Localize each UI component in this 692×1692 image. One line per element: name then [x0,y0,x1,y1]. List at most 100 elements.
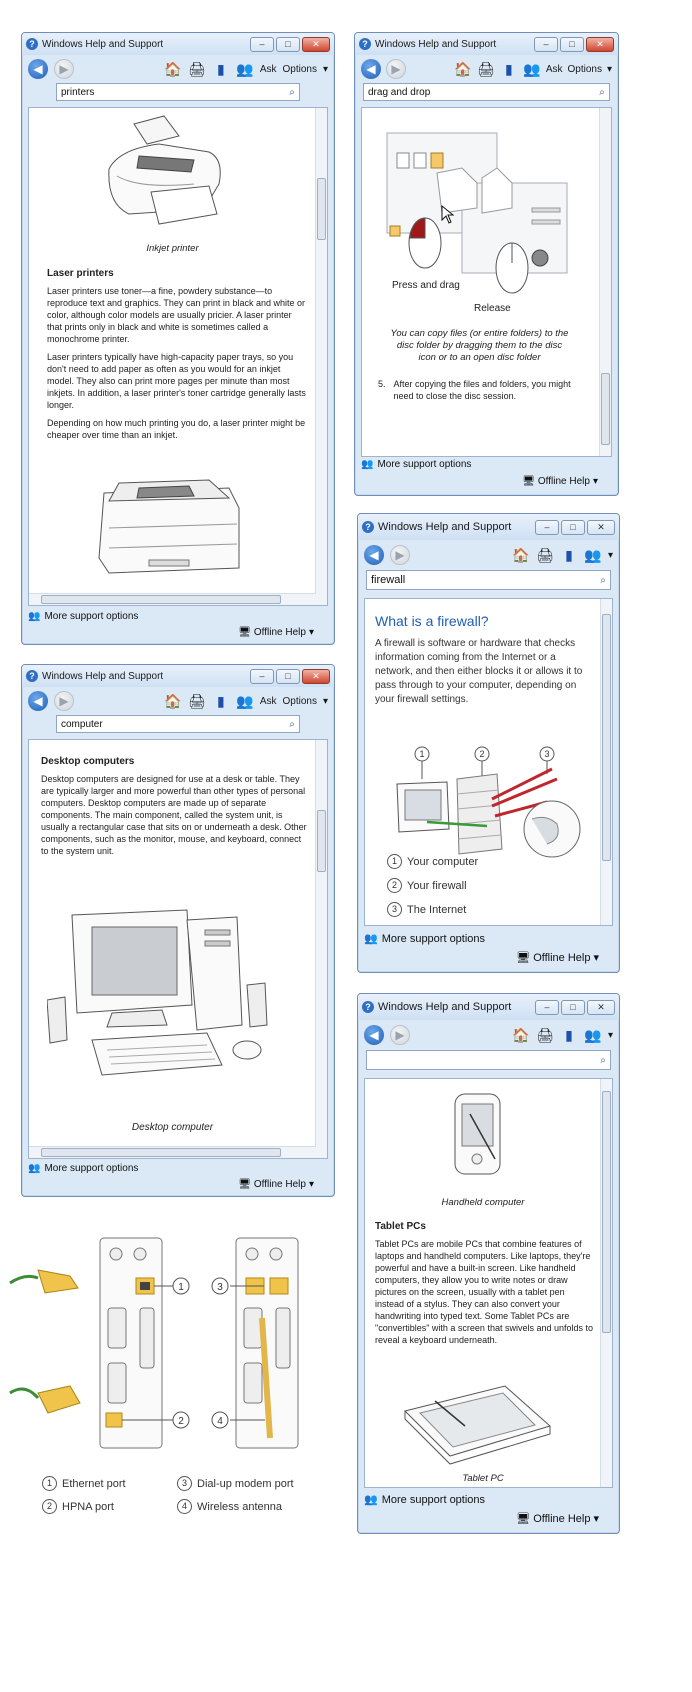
chevron-down-icon[interactable]: ▾ [607,1029,613,1041]
ask-icon[interactable]: 👥 [584,1027,602,1043]
print-icon[interactable]: 🖨 [187,61,206,77]
vertical-scrollbar[interactable] [315,740,327,1158]
chevron-down-icon[interactable]: ▾ [606,63,612,75]
horizontal-scrollbar[interactable] [29,593,316,605]
search-input[interactable]: computer [61,718,103,730]
scrollbar-thumb[interactable] [41,1148,281,1157]
title-bar[interactable]: ? Windows Help and Support – □ ✕ [22,665,334,687]
maximize-button[interactable]: □ [560,36,584,52]
browse-help-icon[interactable]: ▮ [565,547,573,563]
minimize-button[interactable]: – [535,999,559,1015]
print-icon[interactable]: 🖨 [187,693,206,709]
search-icon[interactable]: ⌕ [599,86,605,98]
options-button[interactable]: Options [282,63,317,75]
ask-icon[interactable]: 👥 [523,61,541,77]
search-icon[interactable]: ⌕ [289,86,295,98]
close-button[interactable]: ✕ [302,36,330,52]
maximize-button[interactable]: □ [561,519,585,535]
title-bar[interactable]: ? Windows Help and Support – □ ✕ [358,514,619,540]
vertical-scrollbar[interactable] [315,108,327,605]
print-icon[interactable]: 🖨 [476,61,495,77]
vertical-scrollbar[interactable] [599,108,611,456]
support-row[interactable]: 👥 More support options [28,611,328,622]
back-icon[interactable]: ◀ [28,691,48,711]
scrollbar-thumb[interactable] [602,1091,611,1333]
options-button[interactable]: Options [567,63,602,75]
offline-help-button[interactable]: 🖥 Offline Help ▾ [522,476,598,487]
maximize-button[interactable]: □ [276,668,300,684]
ask-icon[interactable]: 👥 [584,547,602,563]
close-button[interactable]: ✕ [587,519,615,535]
search-icon[interactable]: ⌕ [600,574,606,586]
ask-icon[interactable]: 👥 [236,693,254,709]
more-support-link[interactable]: More support options [381,932,486,945]
search-box[interactable]: computer ⌕ [56,715,300,733]
more-support-link[interactable]: More support options [377,459,472,470]
back-icon[interactable]: ◀ [361,59,381,79]
ask-icon[interactable]: 👥 [236,61,254,77]
offline-help-button[interactable]: 🖥 Offline Help ▾ [516,951,599,965]
support-row[interactable]: 👥 More support options [28,1163,328,1174]
forward-icon[interactable]: ▶ [54,691,74,711]
offline-help-button[interactable]: 🖥 Offline Help ▾ [238,627,314,638]
more-support-link[interactable]: More support options [381,1493,486,1506]
scrollbar-thumb[interactable] [602,614,611,861]
support-row[interactable]: 👥 More support options [361,459,612,470]
minimize-button[interactable]: – [250,668,274,684]
back-icon[interactable]: ◀ [28,59,48,79]
title-bar[interactable]: ? Windows Help and Support – □ ✕ [355,33,618,55]
scrollbar-thumb[interactable] [317,810,326,872]
browse-help-icon[interactable]: ▮ [216,61,225,77]
ask-button[interactable]: Ask [259,63,277,75]
chevron-down-icon[interactable]: ▾ [607,549,613,561]
close-button[interactable]: ✕ [302,668,330,684]
ask-button[interactable]: Ask [545,63,563,75]
scrollbar-thumb[interactable] [317,178,326,240]
offline-help-button[interactable]: 🖥 Offline Help ▾ [516,1512,599,1526]
scrollbar-thumb[interactable] [41,595,281,604]
title-bar[interactable]: ? Windows Help and Support – □ ✕ [22,33,334,55]
home-icon[interactable]: 🏠 [164,61,182,77]
search-box[interactable]: printers ⌕ [56,83,300,101]
more-support-link[interactable]: More support options [44,611,139,622]
support-row[interactable]: 👥 More support options [364,1493,613,1507]
browse-help-icon[interactable]: ▮ [565,1027,573,1043]
vertical-scrollbar[interactable] [600,599,612,925]
minimize-button[interactable]: – [534,36,558,52]
close-button[interactable]: ✕ [586,36,614,52]
maximize-button[interactable]: □ [561,999,585,1015]
chevron-down-icon[interactable]: ▾ [322,695,328,707]
options-button[interactable]: Options [282,695,317,707]
print-icon[interactable]: 🖨 [536,547,554,563]
forward-icon[interactable]: ▶ [390,545,410,565]
ask-button[interactable]: Ask [259,695,277,707]
chevron-down-icon[interactable]: ▾ [322,63,328,75]
search-input[interactable]: drag and drop [368,86,431,98]
home-icon[interactable]: 🏠 [164,693,182,709]
forward-icon[interactable]: ▶ [390,1025,410,1045]
close-button[interactable]: ✕ [587,999,615,1015]
title-bar[interactable]: ? Windows Help and Support – □ ✕ [358,994,619,1020]
home-icon[interactable]: 🏠 [454,61,472,77]
search-box[interactable]: drag and drop ⌕ [363,83,610,101]
browse-help-icon[interactable]: ▮ [216,693,225,709]
back-icon[interactable]: ◀ [364,1025,384,1045]
more-support-link[interactable]: More support options [44,1163,139,1174]
browse-help-icon[interactable]: ▮ [504,61,513,77]
search-box[interactable]: ⌕ [366,1050,611,1070]
home-icon[interactable]: 🏠 [512,547,530,563]
support-row[interactable]: 👥 More support options [364,932,613,946]
forward-icon[interactable]: ▶ [54,59,74,79]
search-icon[interactable]: ⌕ [289,718,295,730]
search-icon[interactable]: ⌕ [600,1054,606,1066]
forward-icon[interactable]: ▶ [386,59,406,79]
maximize-button[interactable]: □ [276,36,300,52]
search-input[interactable]: printers [61,86,95,98]
search-input[interactable]: firewall [371,574,406,586]
offline-help-button[interactable]: 🖥 Offline Help ▾ [238,1179,314,1190]
minimize-button[interactable]: – [250,36,274,52]
scrollbar-thumb[interactable] [601,373,610,445]
back-icon[interactable]: ◀ [364,545,384,565]
print-icon[interactable]: 🖨 [536,1027,554,1043]
vertical-scrollbar[interactable] [600,1079,612,1487]
